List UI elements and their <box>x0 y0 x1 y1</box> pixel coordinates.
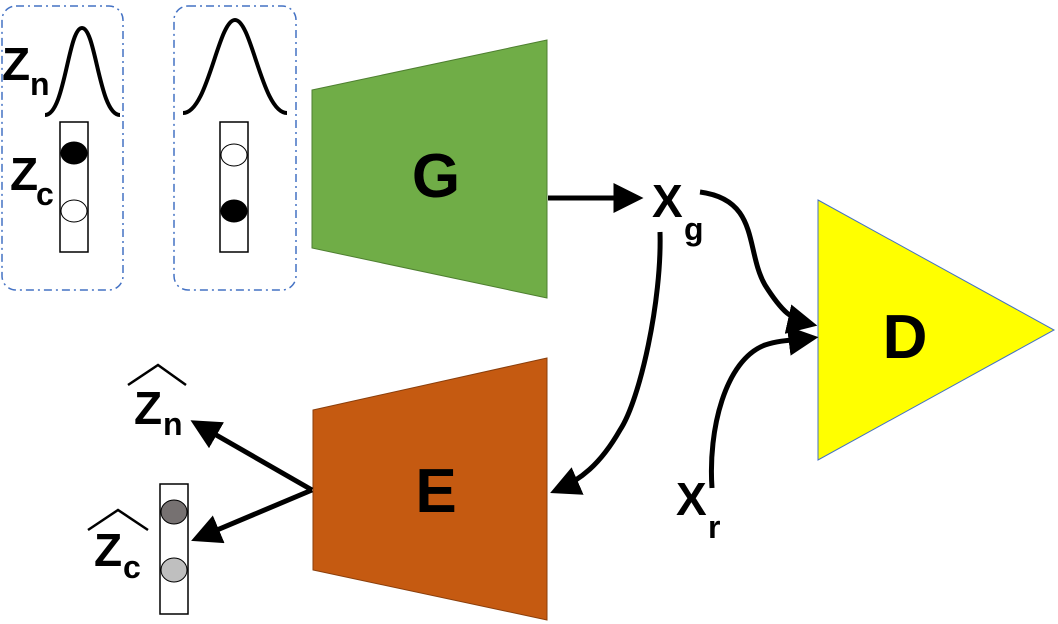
code-vector <box>219 121 249 253</box>
real-sample-label: X <box>676 473 707 525</box>
code-dot-2 <box>60 199 88 223</box>
input-box-2 <box>173 5 297 291</box>
real-sample-label-sub: r <box>708 509 720 545</box>
code-estimate-label-sub: c <box>123 549 141 585</box>
noise-label: Z <box>2 38 30 90</box>
generated-sample-label: X <box>652 175 683 227</box>
generator-label: G <box>412 142 460 211</box>
code-dot-1 <box>60 141 88 165</box>
hat-icon <box>87 508 149 532</box>
noise-estimate-label-sub: n <box>163 406 183 442</box>
hat-icon <box>127 363 187 387</box>
discriminator-label: D <box>883 303 928 372</box>
generator-block: G <box>311 39 548 299</box>
encoder-block: E <box>312 357 548 621</box>
code-dot-1 <box>220 143 248 167</box>
encoder-label: E <box>415 457 456 526</box>
arrow-xg-to-d <box>699 189 818 334</box>
code-estimate-dot-1 <box>160 499 188 525</box>
arrow-xr-to-d <box>708 325 819 489</box>
noise-label-sub: n <box>30 66 50 102</box>
gaussian-curve-icon <box>182 17 288 115</box>
arrow-xg-to-e <box>550 231 663 495</box>
discriminator-block: D <box>817 199 1056 461</box>
arrow-e-to-zc-hat <box>191 487 313 544</box>
arrow-e-to-zn-hat <box>190 420 314 493</box>
noise-estimate-label: Z <box>134 382 162 434</box>
input-box-1: Z n Z c <box>1 5 124 291</box>
noise-estimate: Z n <box>127 363 187 442</box>
code-estimate-dot-2 <box>160 557 188 583</box>
code-label: Z <box>10 148 38 200</box>
code-estimate-label: Z <box>94 524 122 576</box>
code-label-sub: c <box>36 176 54 212</box>
generated-sample-label-sub: g <box>684 211 704 247</box>
code-estimate: Z c <box>87 483 189 615</box>
code-dot-2 <box>220 199 248 223</box>
gaussian-curve-icon <box>44 25 121 117</box>
